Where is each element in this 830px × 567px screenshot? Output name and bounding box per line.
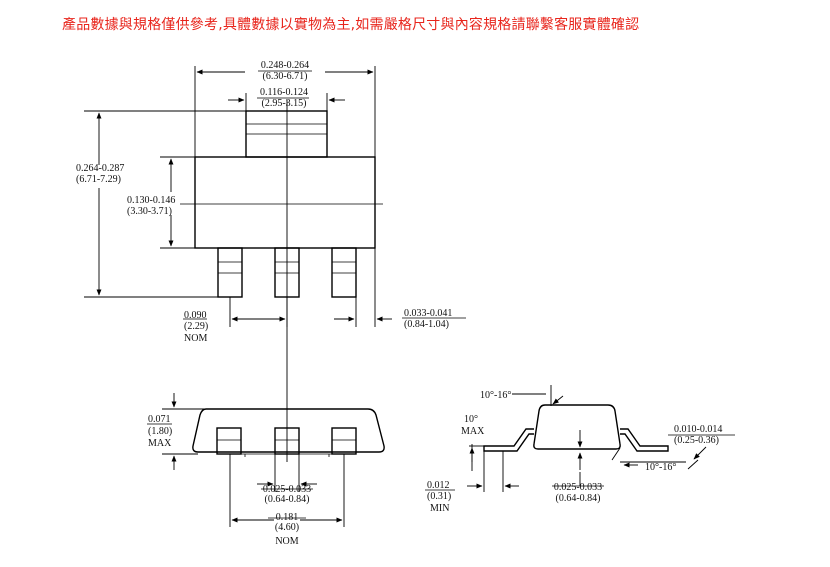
side-lead-in-label: 0.025-0.033 — [554, 482, 602, 493]
body-length-mm-label: (3.30-3.71) — [127, 206, 172, 217]
pitch-in-label: 0.090 — [184, 310, 207, 321]
angle-top-label: 10°-16° — [480, 390, 511, 401]
front-body-outline — [192, 408, 385, 453]
height-in-label: 0.071 — [148, 414, 171, 425]
overall-width-mm-label: (6.30-6.71) — [263, 71, 308, 82]
angle-left-max-label: MAX — [461, 426, 485, 437]
angle-left-deg-label: 10° — [464, 414, 478, 425]
tab-width-mm-label: (2.95-3.15) — [262, 98, 307, 109]
side-body-outline — [533, 404, 621, 450]
side-view — [483, 404, 669, 452]
angle-right-label: 10°-16° — [645, 462, 676, 473]
lead-length-in-label: 0.033-0.041 — [404, 308, 452, 319]
pitch-mm-label: (2.29) — [184, 321, 208, 332]
lead-length-mm-label: (0.84-1.04) — [404, 319, 449, 330]
span-nom-label: NOM — [275, 536, 298, 547]
side-lead-mm-label: (0.64-0.84) — [556, 493, 601, 504]
overall-length-in-label: 0.264-0.287 — [76, 163, 124, 174]
side-lead-right — [620, 428, 669, 452]
lead-1 — [217, 247, 243, 298]
height-max-label: MAX — [148, 438, 172, 449]
front-view — [192, 408, 385, 457]
span-in-label: 0.181 — [276, 512, 299, 523]
notice-text: 產品數據與規格僅供參考,具體數據以實物為主,如需嚴格尺寸與內容規格請聯繫客服實體… — [62, 17, 640, 33]
height-mm-label: (1.80) — [148, 426, 172, 437]
pitch-nom-label: NOM — [184, 333, 207, 344]
overall-width-in-label: 0.248-0.264 — [261, 60, 309, 71]
body-length-in-label: 0.130-0.146 — [127, 195, 175, 206]
top-view — [180, 100, 383, 462]
side-lead-left — [483, 428, 534, 452]
standoff-in-label: 0.012 — [427, 480, 450, 491]
lead-thickness-in-label: 0.010-0.014 — [674, 424, 722, 435]
span-mm-label: (4.60) — [275, 522, 299, 533]
tab-width-in-label: 0.116-0.124 — [260, 87, 308, 98]
front-lead-3 — [331, 427, 357, 455]
standoff-mm-label: (0.31) — [427, 491, 451, 502]
lead-width-mm-label: (0.64-0.84) — [265, 494, 310, 505]
lead-3 — [331, 247, 357, 298]
lead-thickness-mm-label: (0.25-0.36) — [674, 435, 719, 446]
body-outline — [194, 156, 376, 249]
standoff-min-label: MIN — [430, 503, 449, 514]
lead-width-in-label: 0.025-0.033 — [263, 484, 311, 495]
front-lead-1 — [216, 427, 242, 455]
overall-length-mm-label: (6.71-7.29) — [76, 174, 121, 185]
